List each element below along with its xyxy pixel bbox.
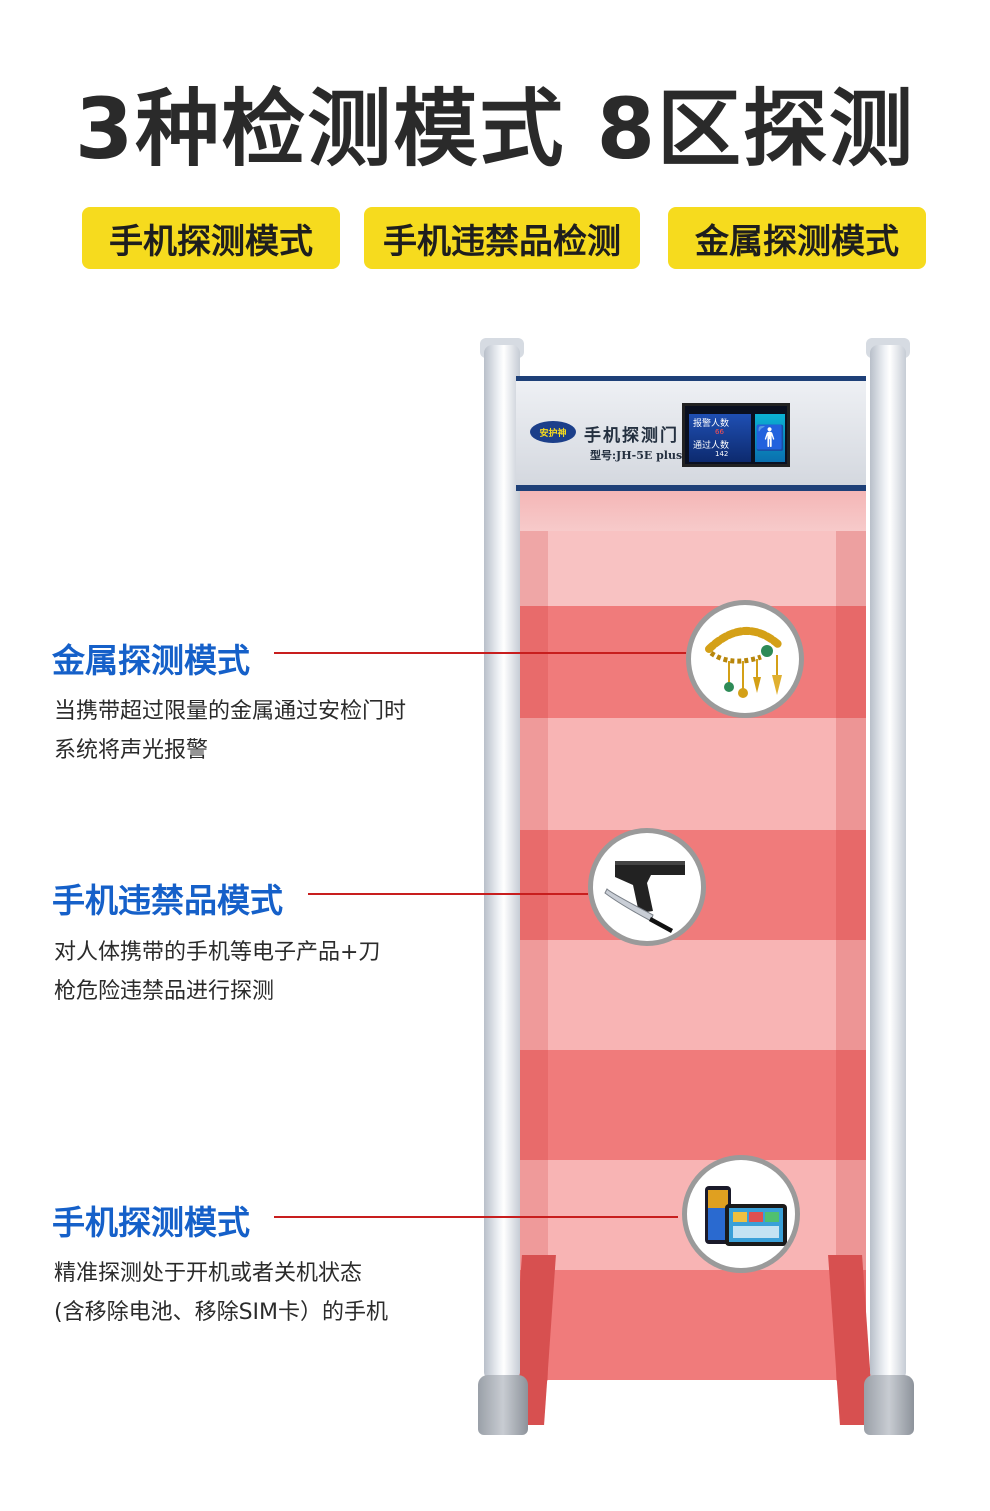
callout-desc-phone: 精准探测处于开机或者关机状态 (含移除电池、移除SIM卡）的手机 [54,1254,388,1332]
alarm-count-label: 报警人数 [693,419,730,429]
left-gate-post [484,345,520,1380]
status-screen: 报警人数 66 通过人数 142 🚹 [682,403,790,467]
screen-counter-panel: 报警人数 66 通过人数 142 [689,414,751,462]
zone-band [516,531,866,606]
device-model: 型号:JH-5E plus [590,449,683,462]
callout-line-phone [274,1216,678,1218]
person-figure-icon: 🚹 [755,414,785,462]
desc-line: (含移除电池、移除SIM卡）的手机 [54,1300,389,1325]
callout-line-metal [274,652,686,654]
callout-title-phone: 手机探测模式 [52,1203,250,1242]
zone-band [516,940,866,1050]
desc-line: 对人体携带的手机等电子产品+刀 [54,940,381,965]
right-gate-post [870,345,906,1380]
right-gate-foot [864,1375,914,1435]
callout-desc-contraband: 对人体携带的手机等电子产品+刀 枪危险违禁品进行探测 [54,933,380,1011]
phone-tablet-icon [682,1155,800,1273]
page-title: 3种检测模式 8区探测 [74,80,916,178]
zone-left-shade [516,531,548,1381]
jewelry-bracelet-icon [686,600,804,718]
callout-line-contraband [308,893,588,895]
desc-line: 系统将声光报警 [54,738,209,763]
mode-chip-phone: 手机探测模式 [82,207,340,269]
mode-chip-contraband: 手机违禁品检测 [364,207,640,269]
zone-band [516,1050,866,1160]
brand-logo: 安护神 [530,421,576,443]
alarm-count-value: 66 [715,428,724,436]
device-name: 手机探测门 [584,426,679,446]
gate-inner-frame [516,491,866,531]
desc-line: 枪危险违禁品进行探测 [54,979,275,1004]
pass-count-label: 通过人数 [693,441,730,451]
desc-line: 当携带超过限量的金属通过安检门时 [54,699,407,724]
callout-title-contraband: 手机违禁品模式 [52,881,283,920]
left-gate-foot [478,1375,528,1435]
callout-title-metal: 金属探测模式 [52,641,250,680]
zone-band [516,1270,866,1380]
pass-count-value: 142 [715,450,729,458]
mode-chip-metal: 金属探测模式 [668,207,926,269]
gate-header-panel: 安护神 手机探测门 型号:JH-5E plus 报警人数 66 通过人数 142… [516,376,866,491]
desc-line: 精准探测处于开机或者关机状态 [54,1261,363,1286]
pistol-knife-icon [588,828,706,946]
zone-right-shade [836,531,866,1381]
zone-band [516,718,866,830]
callout-desc-metal: 当携带超过限量的金属通过安检门时 系统将声光报警 [54,692,406,770]
